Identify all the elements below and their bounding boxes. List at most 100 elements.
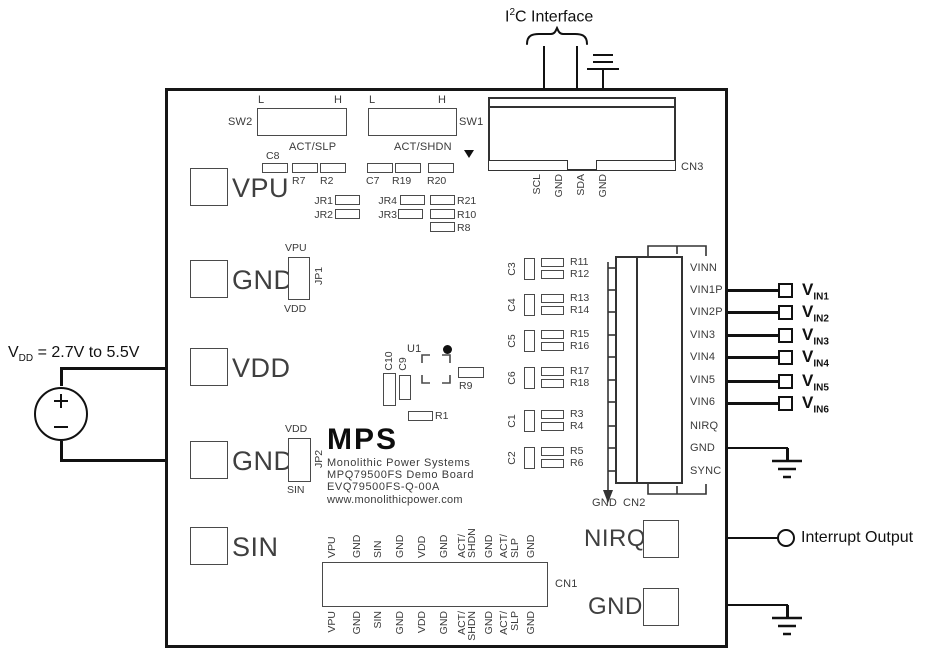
- pad-sin[interactable]: [190, 527, 228, 565]
- vin1-label: VIN1: [802, 280, 829, 303]
- jp2-bottom-label: SIN: [287, 484, 305, 496]
- c2-label: C2: [506, 451, 518, 465]
- pin1-marker-icon: [464, 150, 474, 158]
- r17-part: [541, 367, 564, 376]
- cn3-connector[interactable]: [488, 97, 676, 171]
- r3-label: R3: [570, 408, 584, 420]
- pad-vpu-label: VPU: [232, 173, 290, 203]
- jp2-label: JP2: [313, 449, 325, 469]
- vin3-terminal[interactable]: [778, 328, 793, 343]
- vin3-wire: [728, 334, 778, 337]
- cn3-pin-sda: SDA: [575, 174, 587, 196]
- sw2-high-label: H: [334, 94, 343, 106]
- ground-icon: [772, 616, 802, 636]
- c10-part: [383, 373, 396, 406]
- jr1-part: [335, 195, 360, 205]
- c2-part: [524, 447, 535, 469]
- r13-part: [541, 294, 564, 303]
- jr3-label: JR3: [378, 209, 397, 221]
- pad-vdd[interactable]: [190, 348, 228, 386]
- sw1-high-label: H: [438, 94, 447, 106]
- r9-part: [458, 367, 484, 378]
- sw2-switch[interactable]: [257, 108, 347, 136]
- c6-part: [524, 367, 535, 389]
- cn2-pin-ruler-icon: [603, 262, 615, 503]
- r20-part: [428, 163, 454, 173]
- r1-label: R1: [435, 410, 449, 422]
- r5-label: R5: [570, 445, 584, 457]
- r20-label: R20: [427, 175, 447, 187]
- nirq-pad-label: NIRQ: [584, 525, 646, 552]
- vin1-terminal[interactable]: [778, 283, 793, 298]
- cn2-pin-gnd: GND: [690, 442, 716, 454]
- r11-label: R11: [570, 256, 589, 268]
- r7-label: R7: [292, 175, 306, 187]
- cn3-label: CN3: [681, 161, 704, 173]
- cn1-bot-pin-vpu: VPU: [326, 611, 338, 633]
- ground-icon: [772, 459, 802, 479]
- cn1-bot-pin-gnd4: GND: [483, 611, 495, 635]
- cn1-top-pin-vdd: VDD: [416, 535, 428, 558]
- c1-part: [524, 410, 535, 432]
- interrupt-terminal-icon[interactable]: [777, 529, 795, 547]
- r4-label: R4: [570, 420, 584, 432]
- pad-vpu[interactable]: [190, 168, 228, 206]
- jr3-part: [398, 209, 423, 219]
- pad-vdd-label: VDD: [232, 353, 291, 383]
- vin6-terminal[interactable]: [778, 396, 793, 411]
- cn3-key-right: [596, 160, 676, 171]
- cn3-inner-line: [490, 106, 674, 108]
- cn2-pin-vin2p: VIN2P: [690, 306, 723, 318]
- jp1-jumper[interactable]: [288, 257, 310, 300]
- cn1-top-pin-gnd5: GND: [525, 534, 537, 558]
- sw1-switch[interactable]: [368, 108, 457, 136]
- r11-part: [541, 258, 564, 267]
- mps-logo: MPS: [327, 423, 399, 456]
- r4-part: [541, 422, 564, 431]
- pad-gnd2[interactable]: [190, 441, 228, 479]
- vdd-range-label: VDD = 2.7V to 5.5V: [8, 344, 140, 365]
- r16-part: [541, 342, 564, 351]
- r12-label: R12: [570, 268, 590, 280]
- r10-label: R10: [457, 209, 477, 221]
- r21-part: [430, 195, 455, 205]
- jr2-part: [335, 209, 360, 219]
- r2-label: R2: [320, 175, 334, 187]
- cn1-bot-pin-shdn: SHDN: [466, 611, 478, 641]
- vin4-terminal[interactable]: [778, 350, 793, 365]
- jp2-jumper[interactable]: [288, 438, 311, 482]
- vin5-terminal[interactable]: [778, 374, 793, 389]
- sw1-mode-label: ACT/SHDN: [394, 141, 452, 153]
- cn1-connector[interactable]: [322, 562, 548, 607]
- r16-label: R16: [570, 340, 590, 352]
- pad-gnd1[interactable]: [190, 260, 228, 298]
- r7-part: [292, 163, 318, 173]
- silkscreen-url: www.monolithicpower.com: [327, 494, 463, 506]
- cn2-pin-nirq: NIRQ: [690, 420, 719, 432]
- vin2-terminal[interactable]: [778, 305, 793, 320]
- c7-label: C7: [366, 175, 380, 187]
- r3-part: [541, 410, 564, 419]
- r8-part: [430, 222, 455, 232]
- cn1-top-pin-gnd4: GND: [483, 534, 495, 558]
- sw2-low-label: L: [258, 94, 265, 106]
- gnd-pad-label: GND: [588, 593, 643, 620]
- cn2-gnd-wire: [728, 446, 788, 449]
- gnd-pad[interactable]: [643, 588, 679, 626]
- source-gnd-wire: [60, 459, 165, 462]
- cn1-top-pin-slp: SLP: [509, 538, 521, 558]
- c8-label: C8: [266, 150, 280, 162]
- cn2-connector[interactable]: [615, 256, 683, 484]
- cn2-gnd-stem: [786, 448, 789, 460]
- nirq-pad[interactable]: [643, 520, 679, 558]
- jp2-top-label: VDD: [285, 423, 308, 435]
- source-pos-wire: [60, 368, 63, 386]
- board-outline: [165, 88, 728, 648]
- cn2-label: CN2: [623, 497, 646, 509]
- cn1-bot-pin-sin: SIN: [372, 611, 384, 629]
- i2c-interface-label: I2C Interface: [505, 7, 594, 26]
- cn2-pin-vinn: VINN: [690, 262, 718, 274]
- cn1-top-pin-gnd2: GND: [394, 534, 406, 558]
- r6-label: R6: [570, 457, 584, 469]
